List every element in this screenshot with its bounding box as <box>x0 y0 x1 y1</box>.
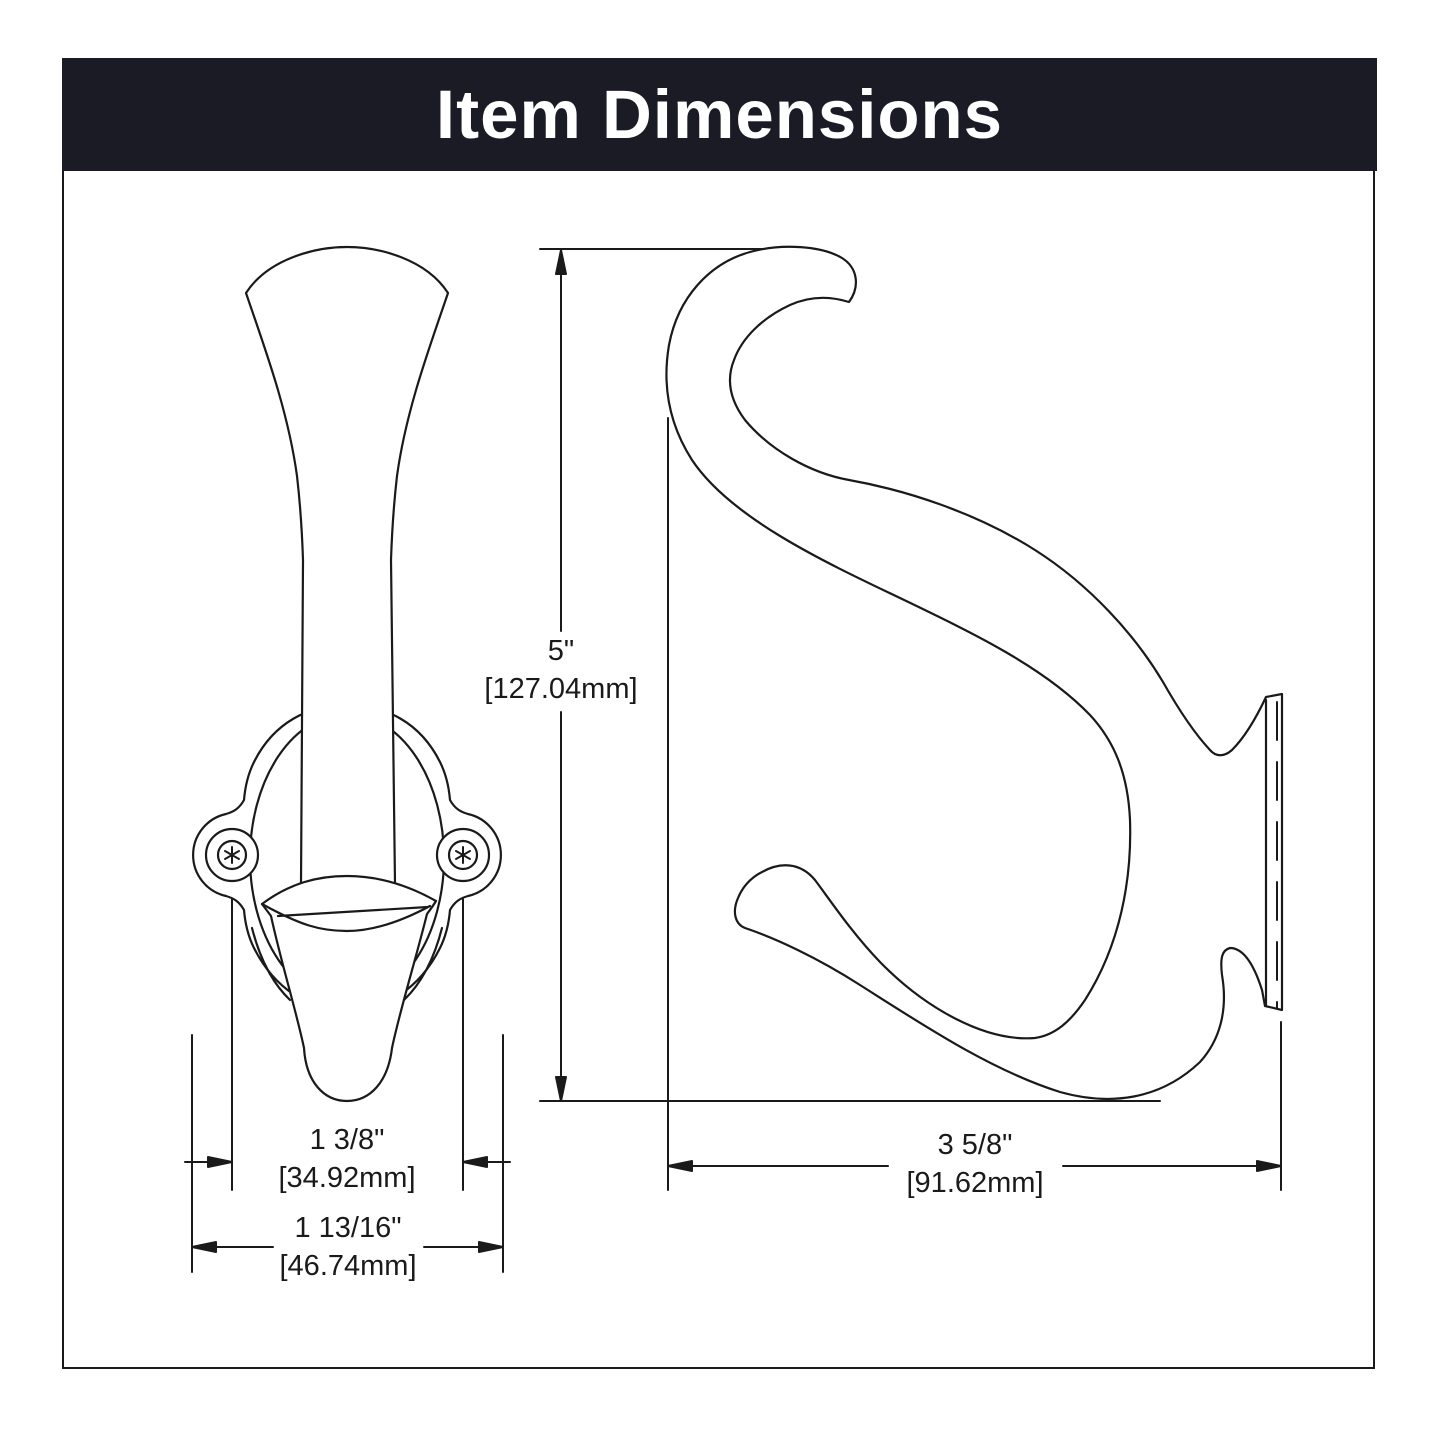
arrow-right-icon <box>478 1241 504 1253</box>
screw-drive-right-icon <box>455 846 471 864</box>
front-fillet-left <box>250 926 292 1002</box>
arrow-left-icon <box>667 1160 693 1172</box>
arrow-up-icon <box>555 249 567 275</box>
front-view <box>192 245 502 1103</box>
arrow-left-icon <box>191 1241 217 1253</box>
height-dimension-label: 5" [127.04mm] <box>484 632 637 708</box>
dimension-lines <box>184 248 1282 1273</box>
title-bar: Item Dimensions <box>62 58 1377 171</box>
front-fillet-right <box>402 926 444 1002</box>
projection-dimension-label: 3 5/8" [91.62mm] <box>907 1126 1044 1202</box>
arrow-left-icon <box>462 1156 488 1168</box>
arrow-right-icon <box>207 1156 233 1168</box>
side-hook-outline <box>665 245 1284 1100</box>
base-width-dimension-label: 1 13/16" [46.74mm] <box>280 1209 417 1285</box>
base-width-imperial: 1 13/16" <box>294 1212 402 1244</box>
height-imperial: 5" <box>547 635 575 667</box>
arrow-down-icon <box>555 1076 567 1102</box>
screw-spacing-dimension-label: 1 3/8" [34.92mm] <box>279 1121 416 1197</box>
screw-spacing-imperial: 1 3/8" <box>309 1124 385 1156</box>
front-cup-edge <box>276 905 430 918</box>
front-bell-hook <box>260 874 438 1103</box>
front-cup-rim <box>260 902 432 933</box>
side-view <box>665 245 1284 1100</box>
projection-imperial: 3 5/8" <box>937 1129 1013 1161</box>
arrow-right-icon <box>1256 1160 1282 1172</box>
screw-drive-left-icon <box>224 846 240 864</box>
base-width-metric: [46.74mm] <box>279 1250 417 1282</box>
screw-spacing-metric: [34.92mm] <box>278 1162 416 1194</box>
page-title: Item Dimensions <box>435 76 1004 153</box>
projection-metric: [91.62mm] <box>906 1167 1044 1199</box>
front-finial-stem <box>244 245 450 895</box>
height-metric: [127.04mm] <box>484 673 638 705</box>
